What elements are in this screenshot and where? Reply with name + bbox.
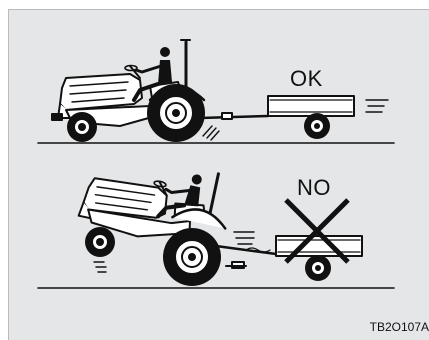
ok-scene [38,40,394,143]
driver-head-top [160,47,170,57]
ok-label: OK [290,68,323,90]
trailer-bottom [276,236,362,256]
drawbar-top [200,116,268,118]
driver-head-bottom [191,174,203,186]
trailer-top [268,96,354,116]
driver-body-top [158,60,172,84]
no-label: NO [297,177,331,199]
no-scene [38,147,394,288]
figure-code: TB2O107A [370,321,429,333]
